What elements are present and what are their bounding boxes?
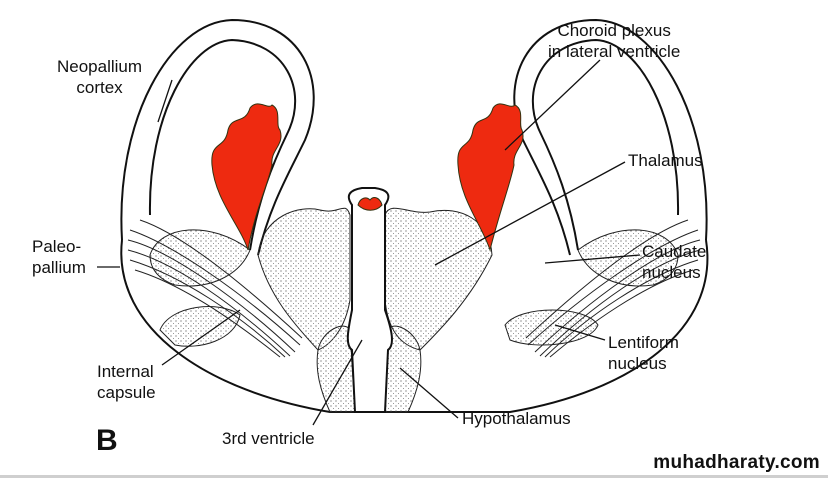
right-hemisphere-outer [513,18,708,256]
third-ventricle-choroid [357,197,383,211]
left-choroid-plexus [211,103,282,251]
left-thalamus-region [257,207,351,351]
left-hemisphere-outer [120,18,315,256]
label-paleopallium: Paleo-pallium [32,237,86,277]
right-ventricle-wall [531,38,680,251]
bottom-border [0,475,828,478]
label-hypothalamus: Hypothalamus [462,409,571,428]
right-choroid-plexus [457,103,524,252]
third-ventricle [346,187,393,413]
hypothalamus-region [316,325,422,413]
figure-letter: B [96,424,118,457]
label-third-ventricle: 3rd ventricle [222,429,315,448]
watermark: muhadharaty.com [653,452,820,473]
left-lentiform [159,306,241,347]
label-thalamus: Thalamus [628,151,703,170]
